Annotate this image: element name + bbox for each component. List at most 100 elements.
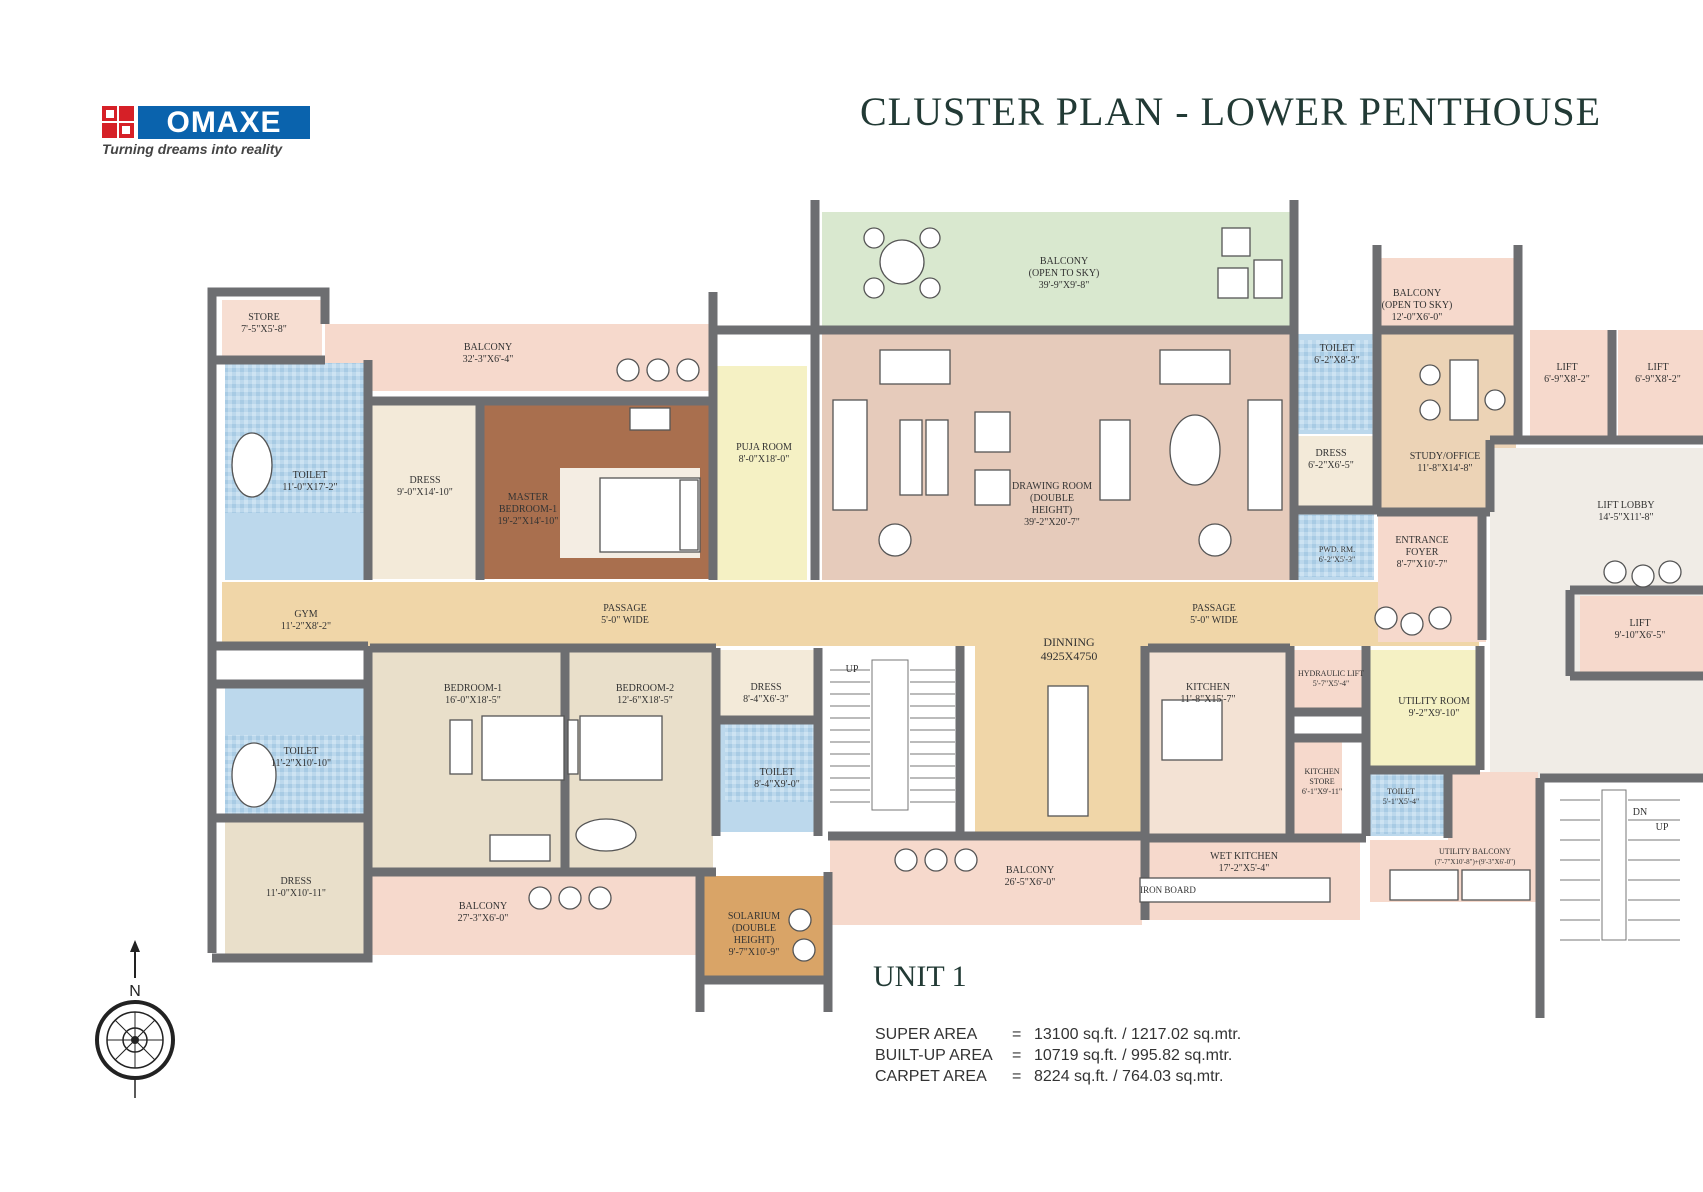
passage2-name: PASSAGE xyxy=(1192,603,1236,614)
drawing-dim: 39'-2"X20'-7" xyxy=(1024,517,1080,528)
toilet1-dim: 11'-0"X17'-2" xyxy=(282,482,337,493)
compass-north-label: N xyxy=(129,983,141,1000)
toilet4-name: TOILET xyxy=(1387,787,1415,796)
entrance-name: ENTRANCE xyxy=(1395,535,1448,546)
area-label: SUPER AREA xyxy=(875,1026,978,1043)
open-balcony-dim: 39'-9"X9'-8" xyxy=(1039,280,1090,291)
stairs2-dn-label: DN xyxy=(1633,807,1647,818)
drawing-name: DRAWING ROOM xyxy=(1012,481,1092,492)
kstore-dim: 6'-1"X9'-11" xyxy=(1302,787,1342,796)
toilet4-dim: 5'-1"X5'-4" xyxy=(1383,797,1420,806)
dress3-fill xyxy=(225,820,368,960)
area-value: 13100 sq.ft. / 1217.02 sq.mtr. xyxy=(1034,1026,1242,1043)
dress3-dim: 11'-0"X10'-11" xyxy=(266,888,326,899)
balcony-b2-dim: 26'-5"X6'-0" xyxy=(1005,877,1056,888)
utility-balcony-dim: (7'-7"X10'-8")+(9'-3"X6'-0") xyxy=(1435,858,1516,866)
area-label: BUILT-UP AREA xyxy=(875,1047,993,1064)
bed2-name: BEDROOM-2 xyxy=(616,683,674,694)
bed2-dim: 12'-6"X18'-5" xyxy=(617,695,673,706)
stair-treads xyxy=(830,659,1680,941)
area-label: CARPET AREA xyxy=(875,1068,987,1085)
bed1-name: BEDROOM-1 xyxy=(444,683,502,694)
master-dim: 19'-2"X14'-10" xyxy=(498,516,559,527)
area-summary: SUPER AREA = 13100 sq.ft. / 1217.02 sq.mtr… xyxy=(875,1026,1241,1089)
entrance-sub: FOYER xyxy=(1406,547,1439,558)
iron-board-label: IRON BOARD xyxy=(1140,885,1196,895)
lift2-dim: 6'-9"X8'-2" xyxy=(1635,374,1681,385)
area-row-super: SUPER AREA = 13100 sq.ft. / 1217.02 sq.mtr… xyxy=(875,1026,1241,1047)
passage2-dim: 5'-0" WIDE xyxy=(1190,615,1238,626)
kitchen-name: KITCHEN xyxy=(1186,682,1230,693)
balcony-b1-fill xyxy=(370,875,700,955)
lift3-dim: 9'-10"X6'-5" xyxy=(1615,630,1666,641)
dress1-name: DRESS xyxy=(409,475,440,486)
logo-mark-icon xyxy=(102,106,134,138)
stairs-up-label: UP xyxy=(846,664,859,675)
bed1-dim: 16'-0"X18'-5" xyxy=(445,695,501,706)
area-row-builtup: BUILT-UP AREA=10719 sq.ft. / 995.82 sq.m… xyxy=(875,1047,1241,1068)
toilet1-name: TOILET xyxy=(293,470,328,481)
entrance-dim: 8'-7"X10'-7" xyxy=(1397,559,1448,570)
area-eq: = xyxy=(1012,1068,1022,1085)
balcony-top-fill xyxy=(325,324,713,391)
solarium-dim: 9'-7"X10'-9" xyxy=(729,947,780,958)
dinning-dim: 4925X4750 xyxy=(1041,649,1098,663)
passage1-dim: 5'-0" WIDE xyxy=(601,615,649,626)
master-sub: BEDROOM-1 xyxy=(499,504,557,515)
balcony-top-name: BALCONY xyxy=(464,342,512,353)
hydraulic-name: HYDRAULIC LIFT xyxy=(1298,669,1364,678)
dress2-name: DRESS xyxy=(750,682,781,693)
utility-fill xyxy=(1370,650,1477,770)
kstore-fill xyxy=(1292,740,1342,835)
gym-dim: 11'-2"X8'-2" xyxy=(281,621,331,632)
dress3-name: DRESS xyxy=(280,876,311,887)
open-balcony2-sub: (OPEN TO SKY) xyxy=(1382,300,1453,311)
solarium-sub2: HEIGHT) xyxy=(734,935,775,946)
compass-rose-icon: N xyxy=(95,940,175,1098)
area-eq: = xyxy=(1012,1026,1022,1043)
solarium-sub: (DOUBLE xyxy=(732,923,776,934)
toilet2-name: TOILET xyxy=(760,767,795,778)
open-balcony2-name: BALCONY xyxy=(1393,288,1441,299)
dress2-fill xyxy=(717,650,817,720)
study-dim: 11'-8"X14'-8" xyxy=(1417,463,1472,474)
dress-r-name: DRESS xyxy=(1315,448,1346,459)
brand-name: OMAXE xyxy=(138,106,310,139)
kstore-name: KITCHEN xyxy=(1304,767,1339,776)
dinning-name: DINNING xyxy=(1043,635,1095,649)
lift2-fill xyxy=(1618,330,1703,440)
store-fill xyxy=(222,300,322,360)
passage1-name: PASSAGE xyxy=(603,603,647,614)
solarium-name: SOLARIUM xyxy=(728,911,780,922)
toilet3-name: TOILET xyxy=(284,746,319,757)
dress1-dim: 9'-0"X14'-10" xyxy=(397,487,453,498)
dress-r-fill xyxy=(1298,436,1374,508)
store-dim: 7'-5"X5'-8" xyxy=(241,324,287,335)
open-balcony2-dim: 12'-0"X6'-0" xyxy=(1392,312,1443,323)
balcony-top-dim: 32'-3"X6'-4" xyxy=(463,354,514,365)
store-name: STORE xyxy=(248,312,280,323)
dress-r-dim: 6'-2"X6'-5" xyxy=(1308,460,1354,471)
kitchen-dim: 11'-8"X15'-7" xyxy=(1180,694,1235,705)
room-labels: STORE 7'-5"X5'-8" BALCONY 32'-3"X6'-4" B… xyxy=(241,256,1681,958)
open-balcony-name: BALCONY xyxy=(1040,256,1088,267)
area-value: 8224 sq.ft. / 764.03 sq.mtr. xyxy=(1034,1068,1224,1085)
lift-lobby-name: LIFT LOBBY xyxy=(1597,500,1654,511)
gym-fill xyxy=(222,582,367,646)
toilet-r-name: TOILET xyxy=(1320,343,1355,354)
furniture xyxy=(231,227,1682,962)
pwd-name: PWD. RM. xyxy=(1319,545,1355,554)
lift1-name: LIFT xyxy=(1556,362,1577,373)
puja-dim: 8'-0"X18'-0" xyxy=(739,454,790,465)
stair-core-fill xyxy=(1545,778,1703,1018)
drawing-sub2: HEIGHT) xyxy=(1032,505,1073,516)
area-eq: = xyxy=(1012,1047,1022,1064)
walls xyxy=(207,200,1703,1018)
dress1-fill xyxy=(370,403,480,579)
balcony-b1-name: BALCONY xyxy=(459,901,507,912)
kstore-sub: STORE xyxy=(1309,777,1334,786)
lift1-fill xyxy=(1530,330,1608,440)
drawing-sub: (DOUBLE xyxy=(1030,493,1074,504)
page-title: CLUSTER PLAN - LOWER PENTHOUSE xyxy=(860,89,1602,134)
